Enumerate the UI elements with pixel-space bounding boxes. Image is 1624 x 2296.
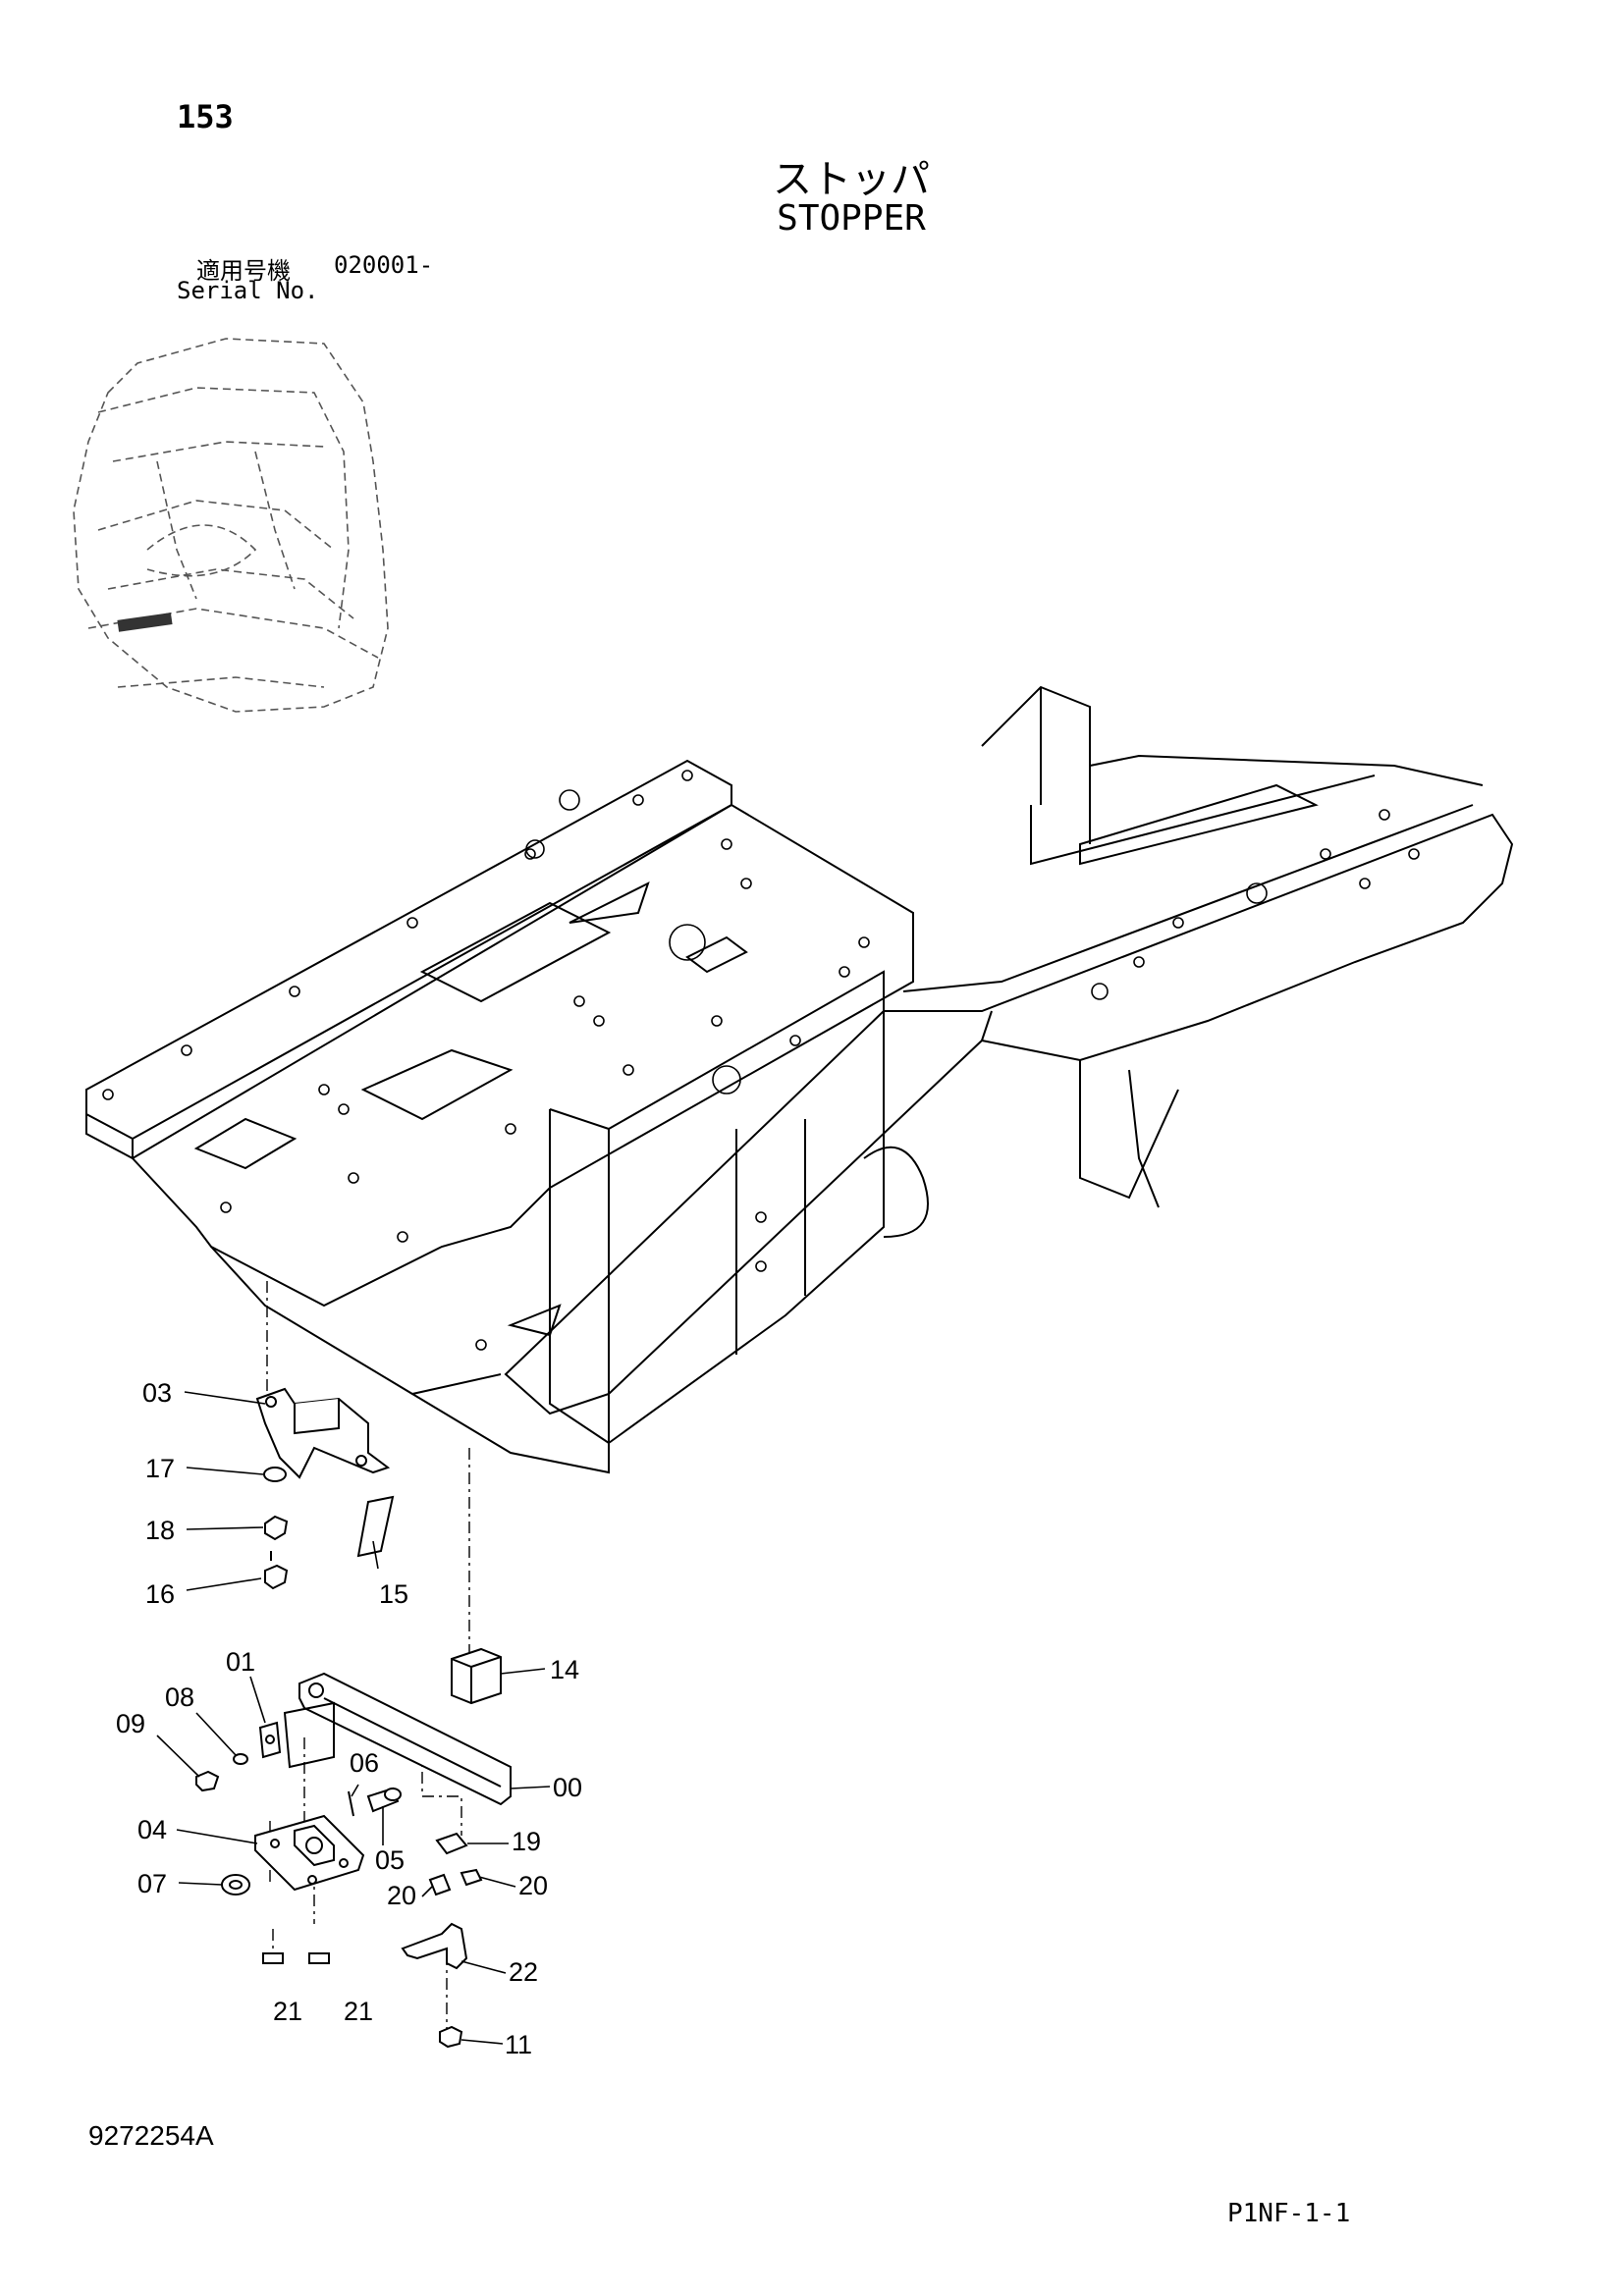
callout-00: 00 <box>553 1773 582 1802</box>
page-title-jp: ストッパ <box>773 157 930 202</box>
page-title-en: STOPPER <box>777 198 926 239</box>
machine-thumbnail <box>73 338 389 713</box>
callout-05: 05 <box>375 1845 405 1875</box>
callout-08: 08 <box>165 1682 194 1712</box>
callout-21-left: 21 <box>273 1997 302 2026</box>
callout-19: 19 <box>512 1827 541 1856</box>
page-number: 153 <box>177 98 234 135</box>
assembly-lines <box>266 1281 470 2032</box>
callout-20-left: 20 <box>387 1881 416 1910</box>
serial-label-jp: 適用号機 <box>196 257 291 285</box>
leader-lines <box>156 1391 551 2045</box>
callout-15: 15 <box>379 1579 408 1609</box>
callout-21-right: 21 <box>344 1997 373 2026</box>
callout-18: 18 <box>145 1516 175 1545</box>
serial-label-en: Serial No. <box>177 277 319 304</box>
drawing-number: 9272254A <box>88 2120 214 2151</box>
callout-04: 04 <box>137 1815 167 1844</box>
callout-09: 09 <box>116 1709 145 1738</box>
frame-holes <box>102 770 1420 1351</box>
callout-20-right: 20 <box>518 1871 548 1900</box>
serial-value: 020001- <box>334 251 434 279</box>
machine-thumbnail-highlight <box>117 613 173 632</box>
callout-01: 01 <box>226 1647 255 1677</box>
callout-22: 22 <box>509 1957 538 1987</box>
callout-14: 14 <box>550 1655 579 1684</box>
callout-17: 17 <box>145 1454 175 1483</box>
parts <box>195 1387 512 2049</box>
page-code: P1NF-1-1 <box>1227 2199 1351 2228</box>
callout-labels: 03 17 18 16 15 14 01 08 09 06 00 04 05 1… <box>116 1378 582 2059</box>
callout-06: 06 <box>350 1748 379 1778</box>
callout-07: 07 <box>137 1869 167 1898</box>
callout-16: 16 <box>145 1579 175 1609</box>
callout-03: 03 <box>142 1378 172 1408</box>
callout-11: 11 <box>505 2030 532 2059</box>
main-frame <box>85 685 1514 1474</box>
